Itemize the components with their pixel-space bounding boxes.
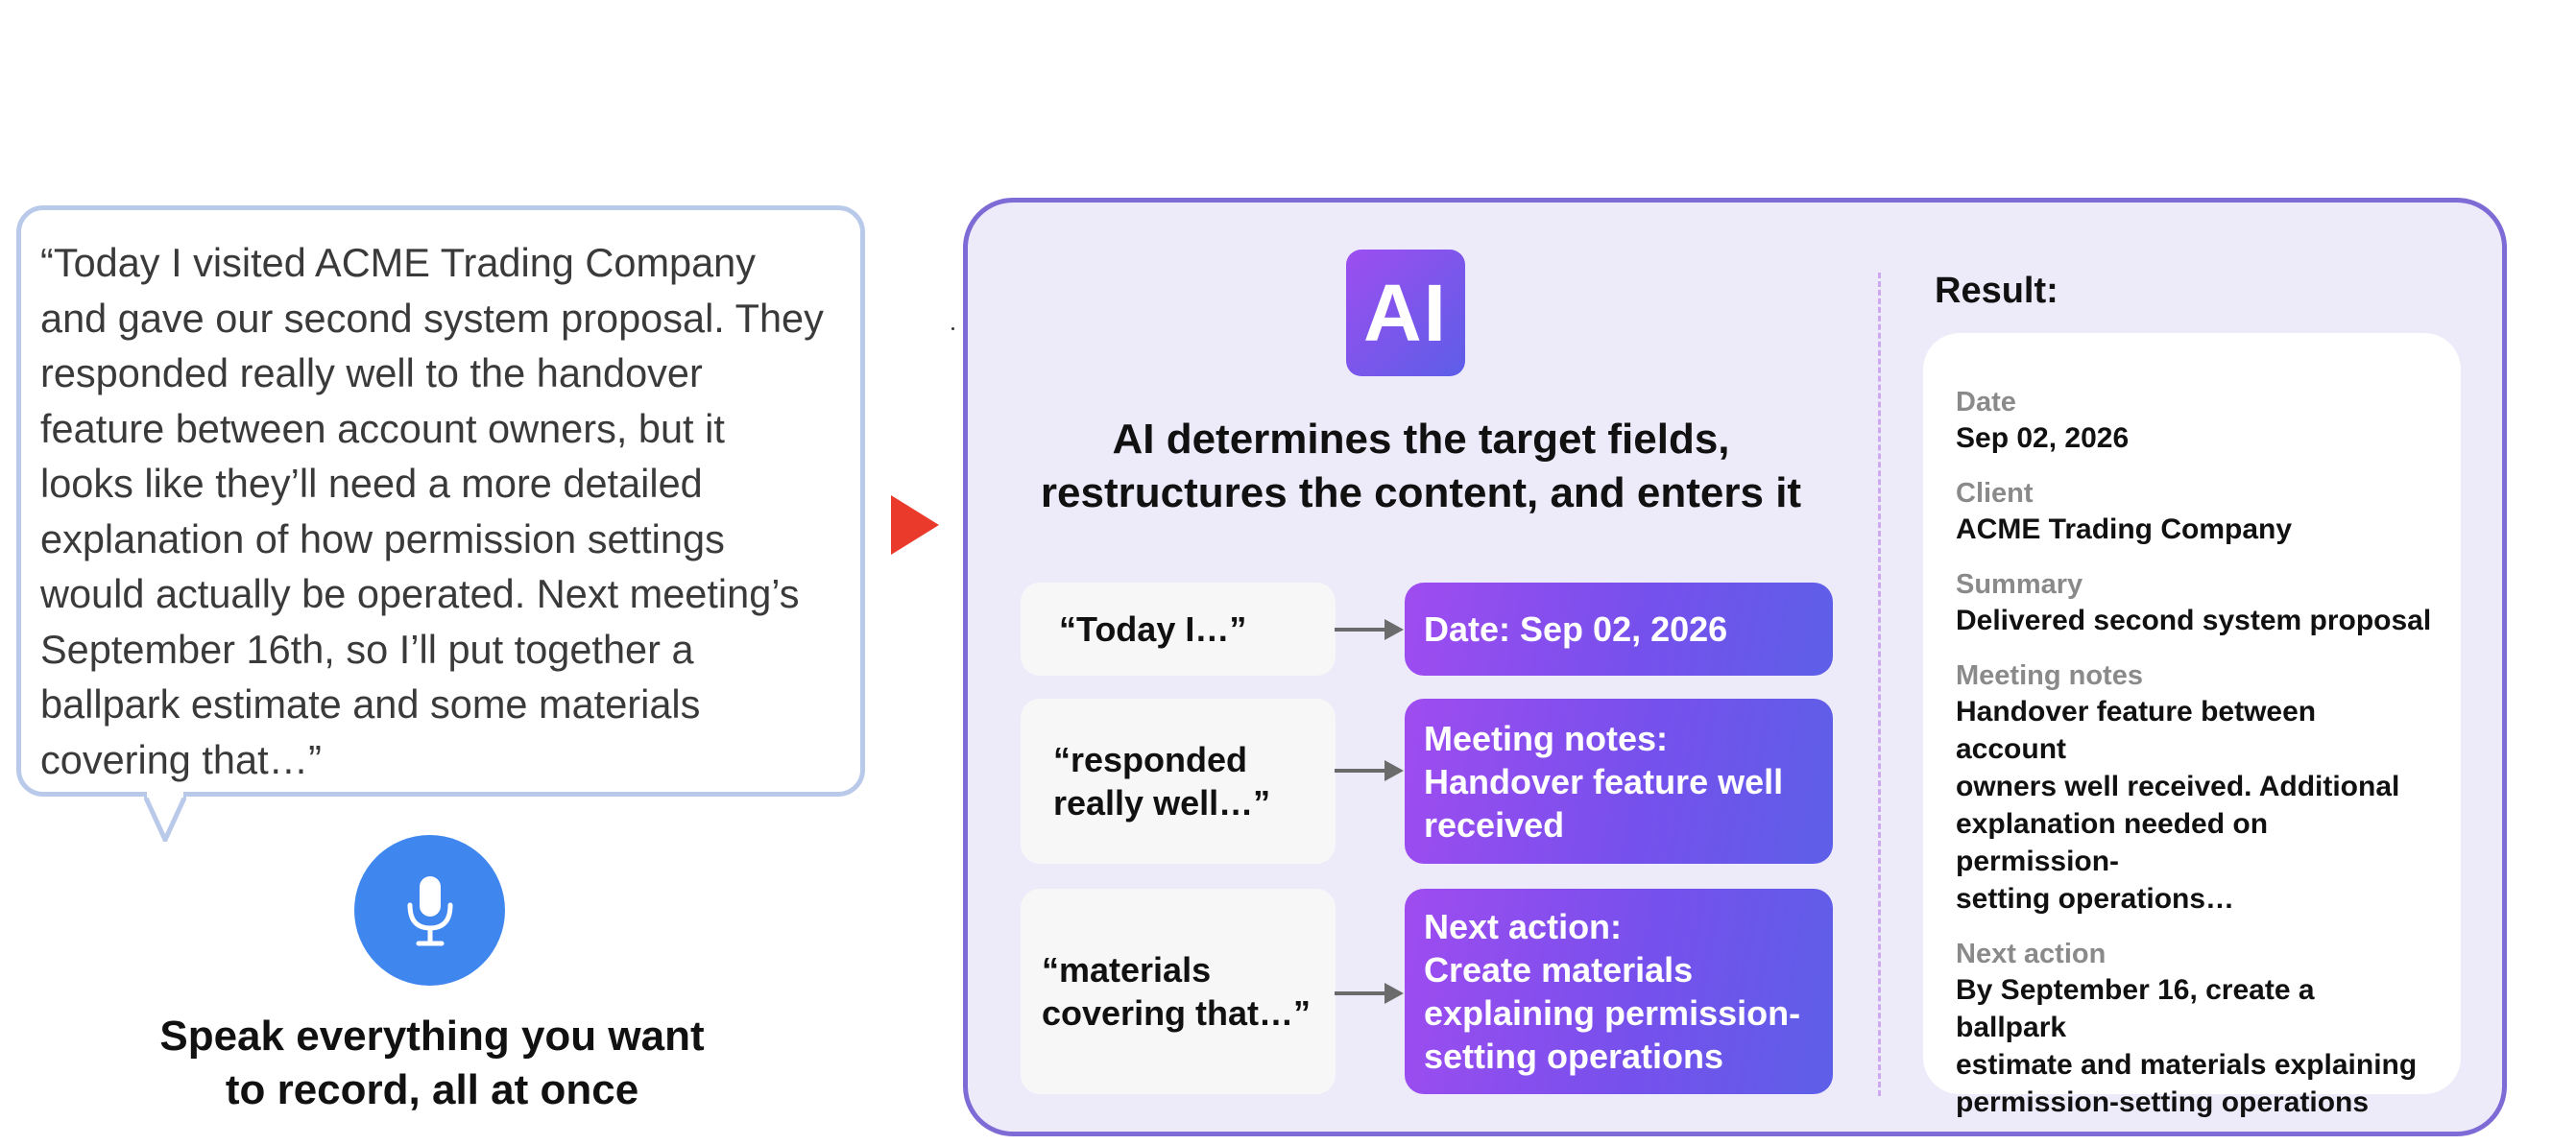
result-title: Result:: [1935, 271, 2058, 311]
field-text: Date: Sep 02, 2026: [1424, 609, 1728, 649]
right-arrow-icon: [1335, 760, 1404, 781]
result-label-date: Date: [1956, 387, 2016, 417]
ai-logo-text: AI: [1363, 268, 1448, 358]
microphone-icon: [407, 875, 452, 945]
result-label-client: Client: [1956, 478, 2034, 509]
field-next-action: Next action: Create materials explaining…: [1405, 889, 1833, 1094]
microphone-button[interactable]: [354, 835, 505, 986]
quote-snippet-text: “materials covering that…”: [1042, 950, 1312, 1033]
result-value-meeting-notes: Handover feature between account owners …: [1956, 696, 2400, 915]
dashed-divider: [1878, 273, 1881, 1096]
right-arrow-icon: [1335, 619, 1404, 640]
quote-snippet-text: “responded really well…”: [1053, 740, 1271, 823]
result-value-summary: Delivered second system proposal: [1956, 605, 2432, 636]
quote-snippet-date: “Today I…”: [1021, 583, 1336, 676]
speech-bubble: “Today I visited ACME Trading Company an…: [16, 205, 865, 797]
result-value-next-action: By September 16, create a ballpark estim…: [1956, 974, 2418, 1118]
quote-snippet-text: “Today I…”: [1059, 609, 1247, 649]
ai-logo: AI: [1346, 250, 1465, 376]
field-text: Meeting notes: Handover feature well rec…: [1424, 718, 1784, 845]
right-arrow-icon: [1335, 983, 1404, 1004]
field-text: Next action: Create materials explaining…: [1424, 907, 1801, 1076]
speak-caption: Speak everything you want to record, all…: [159, 1013, 705, 1113]
result-value-date: Sep 02, 2026: [1956, 422, 2130, 454]
quote-snippet-next-action: “materials covering that…”: [1021, 889, 1336, 1094]
play-arrow-icon: [891, 495, 939, 555]
quote-snippet-meeting-notes: “responded really well…”: [1021, 699, 1336, 864]
result-label-summary: Summary: [1956, 569, 2083, 600]
speech-quote: “Today I visited ACME Trading Company an…: [40, 240, 824, 782]
panel-heading: AI determines the target fields, restruc…: [1040, 416, 1802, 516]
result-label-next-action: Next action: [1956, 939, 2107, 969]
result-value-client: ACME Trading Company: [1956, 513, 2293, 545]
speech-bubble-tail: [144, 792, 186, 842]
result-card: Date Sep 02, 2026 Client ACME Trading Co…: [1923, 333, 2461, 1118]
field-meeting-notes: Meeting notes: Handover feature well rec…: [1405, 699, 1833, 864]
field-date: Date: Sep 02, 2026: [1405, 583, 1833, 676]
result-label-meeting-notes: Meeting notes: [1956, 660, 2143, 691]
stray-dot: [951, 327, 954, 330]
